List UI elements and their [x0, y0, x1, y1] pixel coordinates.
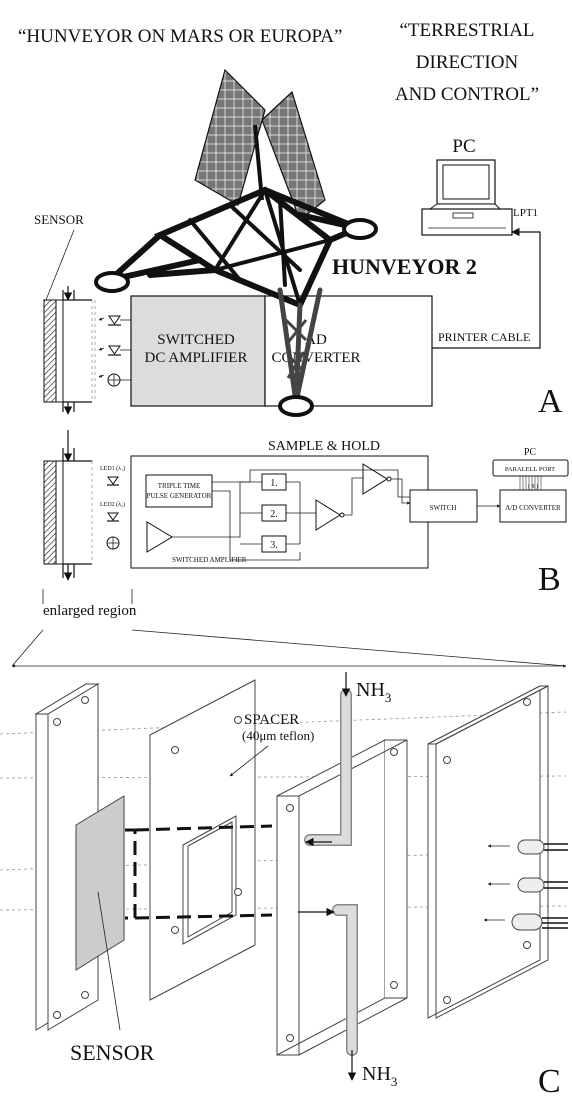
- pc-label-b: PC: [524, 447, 537, 458]
- sensor-cell-a: [44, 286, 132, 414]
- spacer-sub-label: (40μm teflon): [242, 728, 314, 743]
- parallel-port-label: PARALELL PORT: [505, 466, 555, 473]
- spacer-label: SPACER: [244, 712, 299, 728]
- spacer-plate: [150, 680, 255, 1000]
- lpt1-label: LPT1: [513, 207, 538, 219]
- led2-label: LED2 (λ₂): [100, 501, 125, 508]
- flow-cell-block: [277, 695, 407, 1055]
- bits-label: ( 8 ): [528, 483, 538, 490]
- panel-b: LED1 (λ₁) LED2 (λ₂) SAMPLE & HOLD TRIPLE…: [12, 430, 568, 666]
- amplifier-line-2: DC AMPLIFIER: [145, 350, 248, 366]
- panel-letter-a: A: [538, 383, 563, 420]
- gas-inlet-text: NH: [356, 679, 385, 701]
- amplifier-line-1: SWITCHED: [157, 332, 235, 348]
- sensor-label-a: SENSOR: [34, 212, 84, 227]
- switch-label: SWITCH: [430, 504, 457, 512]
- pc-label: PC: [452, 136, 475, 157]
- pc-computer: PC LPT1: [422, 136, 538, 235]
- hold-box-1-label: 1.: [270, 478, 278, 489]
- converter-line-2: CONVERTER: [271, 350, 360, 366]
- pulse-line-2: PULSE GENERATOR: [147, 492, 212, 500]
- ad-converter-label-b: A/D CONVERTER: [505, 504, 561, 512]
- enlarged-region-label: enlarged region: [43, 603, 137, 619]
- pulse-line-1: TRIPLE TIME: [158, 482, 200, 490]
- sample-hold-label: SAMPLE & HOLD: [268, 439, 380, 454]
- sensor-plate: [36, 684, 124, 1030]
- gas-outlet-subscript: 3: [391, 1074, 398, 1089]
- gas-inlet-subscript: 3: [385, 690, 392, 705]
- hunveyor-2-label: HUNVEYOR 2: [332, 254, 477, 279]
- printer-cable-label: PRINTER CABLE: [438, 330, 530, 344]
- title-terrestrial-line-2: DIRECTION: [416, 52, 519, 73]
- led-holder-plate: [428, 686, 568, 1018]
- panel-letter-c: C: [538, 1063, 561, 1099]
- panel-letter-b: B: [538, 561, 561, 598]
- gas-outlet-text: NH: [362, 1063, 391, 1085]
- sensor-cell-b: LED1 (λ₁) LED2 (λ₂): [44, 430, 125, 580]
- hold-box-3-label: 3.: [270, 540, 278, 551]
- pulse-generator-box: [146, 475, 212, 507]
- sensor-label-c: SENSOR: [70, 1040, 155, 1065]
- panel-a: “HUNVEYOR ON MARS OR EUROPA” “TERRESTRIA…: [18, 20, 563, 420]
- title-terrestrial-line-1: “TERRESTRIAL: [399, 20, 534, 41]
- panel-c: SENSOR SPACER (40μm teflon): [0, 672, 568, 1099]
- led1-label: LED1 (λ₁): [100, 465, 125, 472]
- title-terrestrial-line-3: AND CONTROL”: [395, 84, 539, 105]
- sensor-film: [76, 796, 124, 970]
- title-mars-europa: “HUNVEYOR ON MARS OR EUROPA”: [18, 26, 342, 47]
- hold-box-2-label: 2.: [270, 509, 278, 520]
- gas-inlet-label: NH3: [356, 679, 391, 705]
- gas-outlet-label: NH3: [362, 1063, 397, 1089]
